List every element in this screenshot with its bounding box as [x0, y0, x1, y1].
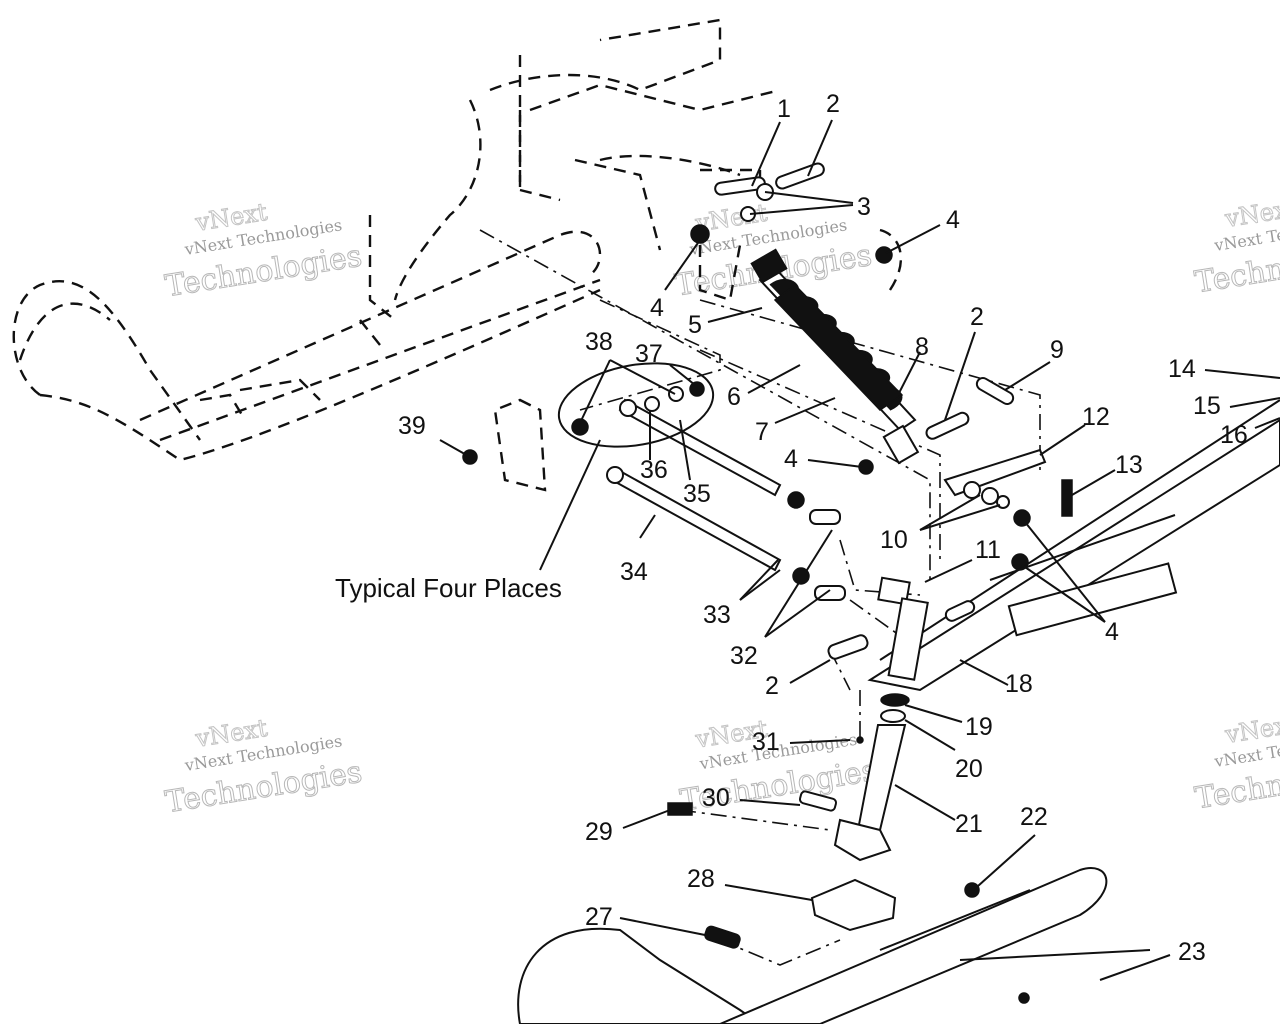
washer-part-20: [880, 709, 906, 723]
detail-ellipse: [557, 362, 715, 448]
callout-4-right: 4: [946, 206, 960, 234]
watermark-4: vNext vNext Technologies Technologies: [162, 713, 365, 820]
callout-2-mid: 2: [970, 303, 984, 331]
watermark-group: vNext vNext Technologies Technologies vN…: [162, 193, 1280, 820]
callout-15: 15: [1193, 392, 1221, 420]
typical-four-places-caption: Typical Four Places: [335, 573, 562, 603]
callout-36: 36: [640, 456, 668, 484]
callout-3: 3: [857, 193, 871, 221]
callout-4-mid: 4: [784, 445, 798, 473]
callout-22: 22: [1020, 803, 1048, 831]
callout-37: 37: [635, 340, 663, 368]
nut-part-4-right: [875, 246, 893, 264]
saddle-part-28: [810, 878, 897, 932]
callout-31: 31: [752, 728, 780, 756]
callout-14: 14: [1168, 355, 1196, 383]
callout-33: 33: [703, 601, 731, 629]
lower-strut: [667, 576, 929, 862]
callout-19: 19: [965, 713, 993, 741]
shock-spring: [769, 278, 904, 411]
callout-labels: 1 2 3 4 4 5 6 7 8 2 9 12 13 10 11 4 14 1…: [335, 90, 1248, 966]
washer-part-37: [668, 386, 684, 402]
callout-2-top: 2: [826, 90, 840, 118]
shock-absorber: [750, 248, 920, 465]
nut-part-38: [571, 418, 589, 436]
watermark-6: vNext vNext Technologies Technologies: [1192, 709, 1280, 816]
rail-part-18: [867, 418, 1280, 692]
callout-6: 6: [727, 383, 741, 411]
callout-12: 12: [1082, 403, 1110, 431]
callout-5: 5: [688, 311, 702, 339]
nut-part-4-left: [690, 224, 710, 244]
callout-1: 1: [777, 95, 791, 123]
callout-20: 20: [955, 755, 983, 783]
bolt-part-32: [809, 509, 841, 525]
callout-23: 23: [1178, 938, 1206, 966]
bolt-part-2: [775, 162, 825, 190]
callout-29: 29: [585, 818, 613, 846]
callout-4-left: 4: [650, 294, 664, 322]
right-fasteners: [858, 377, 1073, 571]
ski-part-23: [719, 867, 1108, 1024]
slide-rail: [867, 399, 1280, 692]
pin-part-31: [856, 736, 864, 744]
callout-39: 39: [398, 412, 426, 440]
callout-7: 7: [755, 418, 769, 446]
bolt-part-9: [975, 377, 1015, 405]
leader-lines: [439, 119, 1280, 981]
watermark-5: vNext vNext Technologies Technologies: [677, 714, 880, 819]
callout-34: 34: [620, 558, 648, 586]
bolt-part-2c: [827, 634, 869, 660]
plate-part-12: [943, 448, 1047, 497]
callout-4-lower: 4: [1105, 618, 1119, 646]
washer-part-33: [787, 491, 805, 509]
watermark-3: vNext vNext Technologies Technologies: [1192, 193, 1280, 300]
callout-27: 27: [585, 903, 613, 931]
nut-part-37: [689, 381, 705, 397]
bushing-part-36: [619, 399, 637, 417]
watermark-1: vNext vNext Technologies Technologies: [162, 197, 365, 304]
phantom-chassis: [12, 18, 903, 492]
callout-21: 21: [955, 810, 983, 838]
callout-18: 18: [1005, 670, 1033, 698]
callout-16: 16: [1220, 421, 1248, 449]
bolt-part-1: [714, 176, 766, 196]
callout-32: 32: [730, 642, 758, 670]
callout-28: 28: [687, 865, 715, 893]
zerk-part-29: [667, 802, 693, 816]
callout-11: 11: [975, 536, 1001, 564]
pin-part-30: [798, 790, 838, 812]
callout-10: 10: [880, 526, 908, 554]
bolt-part-13: [1061, 479, 1073, 517]
washer-part-19: [880, 693, 910, 707]
callout-30: 30: [702, 784, 730, 812]
ski-tip: [517, 927, 762, 1024]
bolt-part-2b: [925, 411, 970, 440]
callout-9: 9: [1050, 336, 1064, 364]
callout-8: 8: [915, 333, 929, 361]
bolt-part-27: [704, 925, 741, 949]
callout-13: 13: [1115, 451, 1143, 479]
torque-arm: [462, 362, 846, 601]
callout-38: 38: [585, 328, 613, 356]
callout-2-lower: 2: [765, 672, 779, 700]
nut-part-22: [964, 882, 980, 898]
ski-assembly: [517, 867, 1151, 1024]
axis-lines: [479, 229, 1041, 966]
upper-mount: [690, 162, 893, 264]
callout-35: 35: [683, 480, 711, 508]
